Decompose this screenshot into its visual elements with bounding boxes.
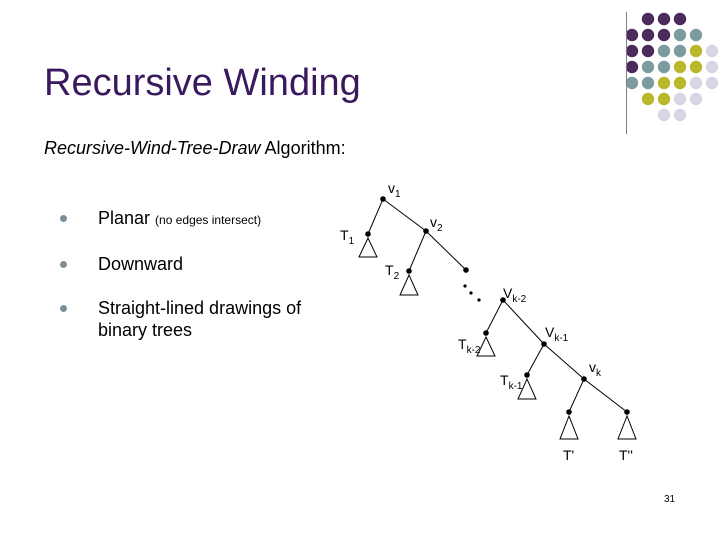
slide-title: Recursive Winding [44, 62, 361, 104]
subtree-triangle [399, 273, 419, 296]
label-t1: T1 [340, 227, 355, 247]
tree-edge [408, 230, 427, 272]
tree-node [483, 330, 489, 336]
bullet-item-straight-lined: Straight-lined drawings of binary trees [60, 297, 350, 341]
tree-node [500, 297, 506, 303]
tree-node [541, 341, 547, 347]
deco-dot [705, 60, 719, 74]
algorithm-name: Recursive-Wind-Tree-Draw [44, 138, 261, 158]
deco-dot [673, 108, 687, 122]
deco-dot [673, 44, 687, 58]
deco-dot [657, 12, 671, 26]
deco-dot [641, 12, 655, 26]
deco-dot [689, 60, 703, 74]
label-t-prime: T' [563, 447, 574, 463]
deco-dot [673, 60, 687, 74]
label-t2: T2 [385, 262, 400, 282]
deco-dot [673, 28, 687, 42]
tree-node [463, 267, 469, 273]
label-vk: vk [589, 359, 602, 379]
tree-node [423, 228, 429, 234]
bullet-item-downward: Downward [60, 253, 350, 275]
page-number: 31 [664, 494, 676, 505]
bullet-dot-icon [60, 305, 67, 312]
tree-edge [425, 230, 467, 271]
bullet-text: Planar [98, 208, 156, 228]
tree-edge [502, 299, 545, 345]
divider-line [626, 12, 627, 134]
tree-edge [382, 198, 427, 232]
decorative-dot-grid [625, 12, 719, 122]
deco-dot [625, 76, 639, 90]
deco-dot [641, 92, 655, 106]
slide-subtitle: Recursive-Wind-Tree-Draw Algorithm: [44, 138, 346, 159]
label-vk1: Vk-1 [545, 324, 569, 344]
deco-dot [625, 44, 639, 58]
subtree-triangle [517, 377, 537, 400]
subtitle-rest: Algorithm: [260, 138, 346, 158]
deco-dot [673, 76, 687, 90]
tree-node [365, 231, 371, 237]
label-v1: v1 [388, 180, 401, 200]
tree-edge [485, 299, 504, 334]
tree-edge [583, 378, 628, 413]
bullet-dot-icon [60, 215, 67, 222]
tree-edge [543, 343, 585, 380]
tree-edge [526, 343, 545, 376]
tree-node [380, 196, 386, 202]
bullet-text: Straight-lined drawings of binary trees [98, 298, 302, 340]
deco-dot [625, 28, 639, 42]
bullet-list: Planar (no edges intersect) Downward Str… [60, 207, 350, 363]
ellipsis-dot [477, 298, 481, 302]
deco-dot [657, 76, 671, 90]
deco-dot [657, 44, 671, 58]
ellipsis-dot [469, 291, 473, 295]
tree-node [624, 409, 630, 415]
subtree-triangle [476, 335, 496, 357]
deco-dot [689, 44, 703, 58]
deco-dot [641, 28, 655, 42]
label-v2: v2 [430, 214, 443, 234]
deco-dot [657, 28, 671, 42]
deco-dot [689, 76, 703, 90]
ellipsis-dot [463, 284, 467, 288]
deco-dot [657, 60, 671, 74]
label-tk1: Tk-1 [500, 372, 523, 392]
label-vk2: Vk-2 [503, 285, 527, 305]
deco-dot [673, 12, 687, 26]
label-t-double-prime: T'' [619, 447, 633, 463]
tree-edge [568, 378, 585, 413]
tree-node [566, 409, 572, 415]
label-tk2: Tk-2 [458, 336, 481, 356]
deco-dot [641, 76, 655, 90]
deco-dot [705, 44, 719, 58]
bullet-text: Downward [98, 254, 184, 274]
deco-dot [689, 92, 703, 106]
subtree-triangle [358, 236, 378, 258]
deco-dot [641, 60, 655, 74]
bullet-item-planar: Planar (no edges intersect) [60, 207, 350, 231]
bullet-dot-icon [60, 261, 67, 268]
bullet-note: (no edges intersect) [155, 213, 262, 227]
deco-dot [657, 92, 671, 106]
tree-node [524, 372, 530, 378]
deco-dot [689, 28, 703, 42]
tree-node [406, 268, 412, 274]
deco-dot [673, 92, 687, 106]
deco-dot [657, 108, 671, 122]
tree-node [581, 376, 587, 382]
deco-dot [625, 60, 639, 74]
subtree-triangle [617, 414, 637, 440]
deco-dot [641, 44, 655, 58]
tree-edge [367, 198, 384, 235]
deco-dot [705, 76, 719, 90]
subtree-triangle [559, 414, 579, 440]
